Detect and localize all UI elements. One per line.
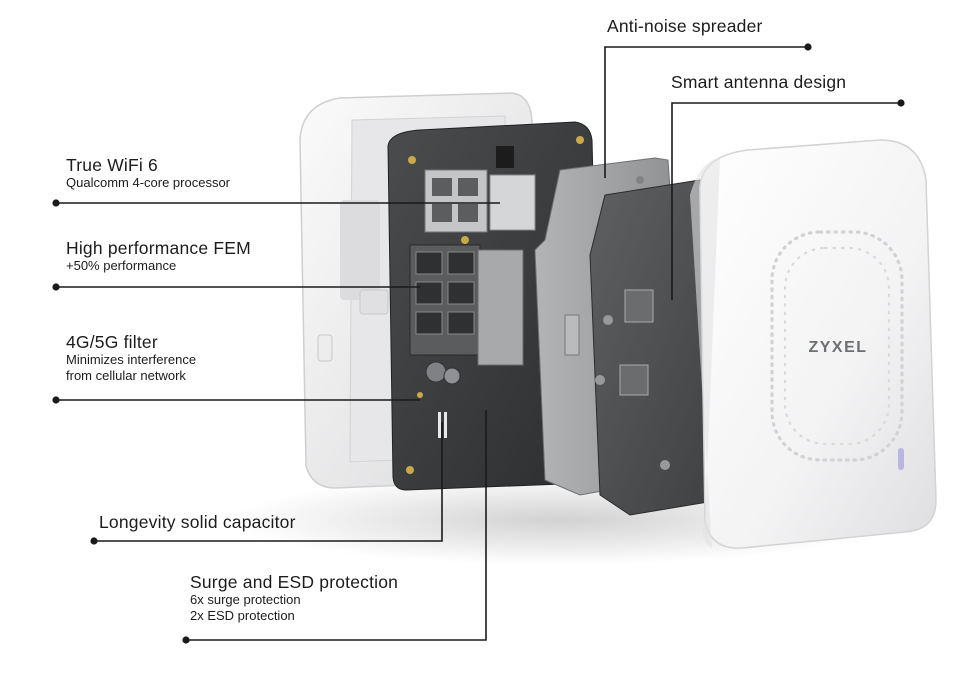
callout-subtitle: from cellular network: [66, 368, 186, 384]
callout-high-performance-fem: High performance FEM +50% performance: [66, 238, 251, 274]
callout-title: Surge and ESD protection: [190, 572, 399, 592]
callout-leader-lines: [56, 46, 901, 641]
callout-subtitle: +50% performance: [66, 258, 177, 274]
callout-surge-esd-protection: Surge and ESD protection 6x surge protec…: [190, 572, 398, 624]
callout-anti-noise-spreader: Anti-noise spreader: [607, 16, 763, 36]
callout-endpoint-dots: [52, 43, 905, 644]
callout-title: True WiFi 6: [66, 155, 158, 175]
leader-line-surge: [186, 410, 487, 641]
callout-subtitle: Qualcomm 4-core processor: [66, 175, 230, 191]
callout-title: Longevity solid capacitor: [99, 512, 296, 532]
callout-subtitle: 2x ESD protection: [190, 608, 295, 624]
callout-title: 4G/5G filter: [66, 332, 158, 352]
leader-line-capacitor: [94, 422, 443, 542]
status-led: [898, 448, 904, 470]
callout-title: High performance FEM: [66, 238, 251, 258]
callout-4g5g-filter: 4G/5G filter Minimizes interference from…: [66, 332, 196, 384]
callout-title: Smart antenna design: [671, 72, 847, 92]
callout-smart-antenna-design: Smart antenna design: [671, 72, 846, 92]
callout-true-wifi6: True WiFi 6 Qualcomm 4-core processor: [66, 155, 230, 191]
callout-subtitle: Minimizes interference: [66, 352, 197, 368]
callout-solid-capacitor: Longevity solid capacitor: [99, 512, 296, 532]
callout-subtitle: 6x surge protection: [190, 592, 301, 608]
leader-line-spreader: [604, 46, 808, 178]
callout-title: Anti-noise spreader: [607, 16, 763, 36]
leader-line-antenna: [671, 102, 901, 300]
brand-logo: ZYXEL: [808, 339, 867, 356]
front-cover: ZYXEL: [690, 139, 937, 549]
